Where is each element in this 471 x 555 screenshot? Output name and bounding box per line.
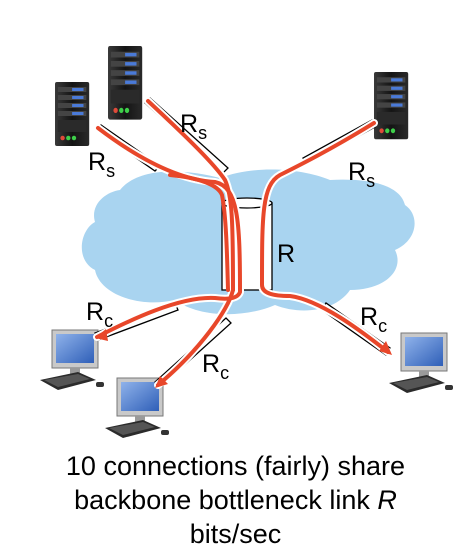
connection-path xyxy=(260,121,390,354)
svg-text:Rs: Rs xyxy=(348,158,375,191)
arrowhead xyxy=(95,329,108,341)
connection-path xyxy=(156,288,235,387)
connections xyxy=(93,97,392,389)
connection-path xyxy=(168,173,230,292)
caption-line-2-text: backbone bottleneck link xyxy=(74,485,378,515)
label-rc-3: Rc xyxy=(360,303,387,336)
svg-text:Rc: Rc xyxy=(86,298,113,331)
network-diagram: Rs Rs Rs R Rc Rc Rc xyxy=(39,46,454,439)
caption-line-3: bits/sec xyxy=(189,519,282,549)
arrowhead xyxy=(379,341,392,355)
label-rc-1: Rc xyxy=(86,298,113,331)
svg-text:Rc: Rc xyxy=(202,350,229,383)
caption-line-2: backbone bottleneck link R xyxy=(0,483,471,517)
desktop-computer-icon xyxy=(388,332,454,394)
connection-path xyxy=(146,99,235,292)
label-rs-2: Rs xyxy=(88,148,115,181)
arrowhead xyxy=(155,376,168,388)
label-rs-1: Rs xyxy=(180,110,207,143)
caption: 10 connections (fairly) share backbone b… xyxy=(0,449,471,551)
caption-variable-r: R xyxy=(377,485,397,515)
label-rs-3: Rs xyxy=(348,158,375,191)
server-icon xyxy=(55,82,90,146)
svg-text:Rs: Rs xyxy=(88,148,115,181)
label-r-bottleneck: R xyxy=(277,240,295,268)
server-icon xyxy=(108,46,143,120)
label-rc-2: Rc xyxy=(202,350,229,383)
server-icon xyxy=(374,72,409,140)
caption-line-1: 10 connections (fairly) share xyxy=(65,451,406,481)
svg-text:Rs: Rs xyxy=(180,110,207,143)
svg-text:Rc: Rc xyxy=(360,303,387,336)
svg-text:R: R xyxy=(277,240,295,268)
connection-path xyxy=(95,126,242,339)
